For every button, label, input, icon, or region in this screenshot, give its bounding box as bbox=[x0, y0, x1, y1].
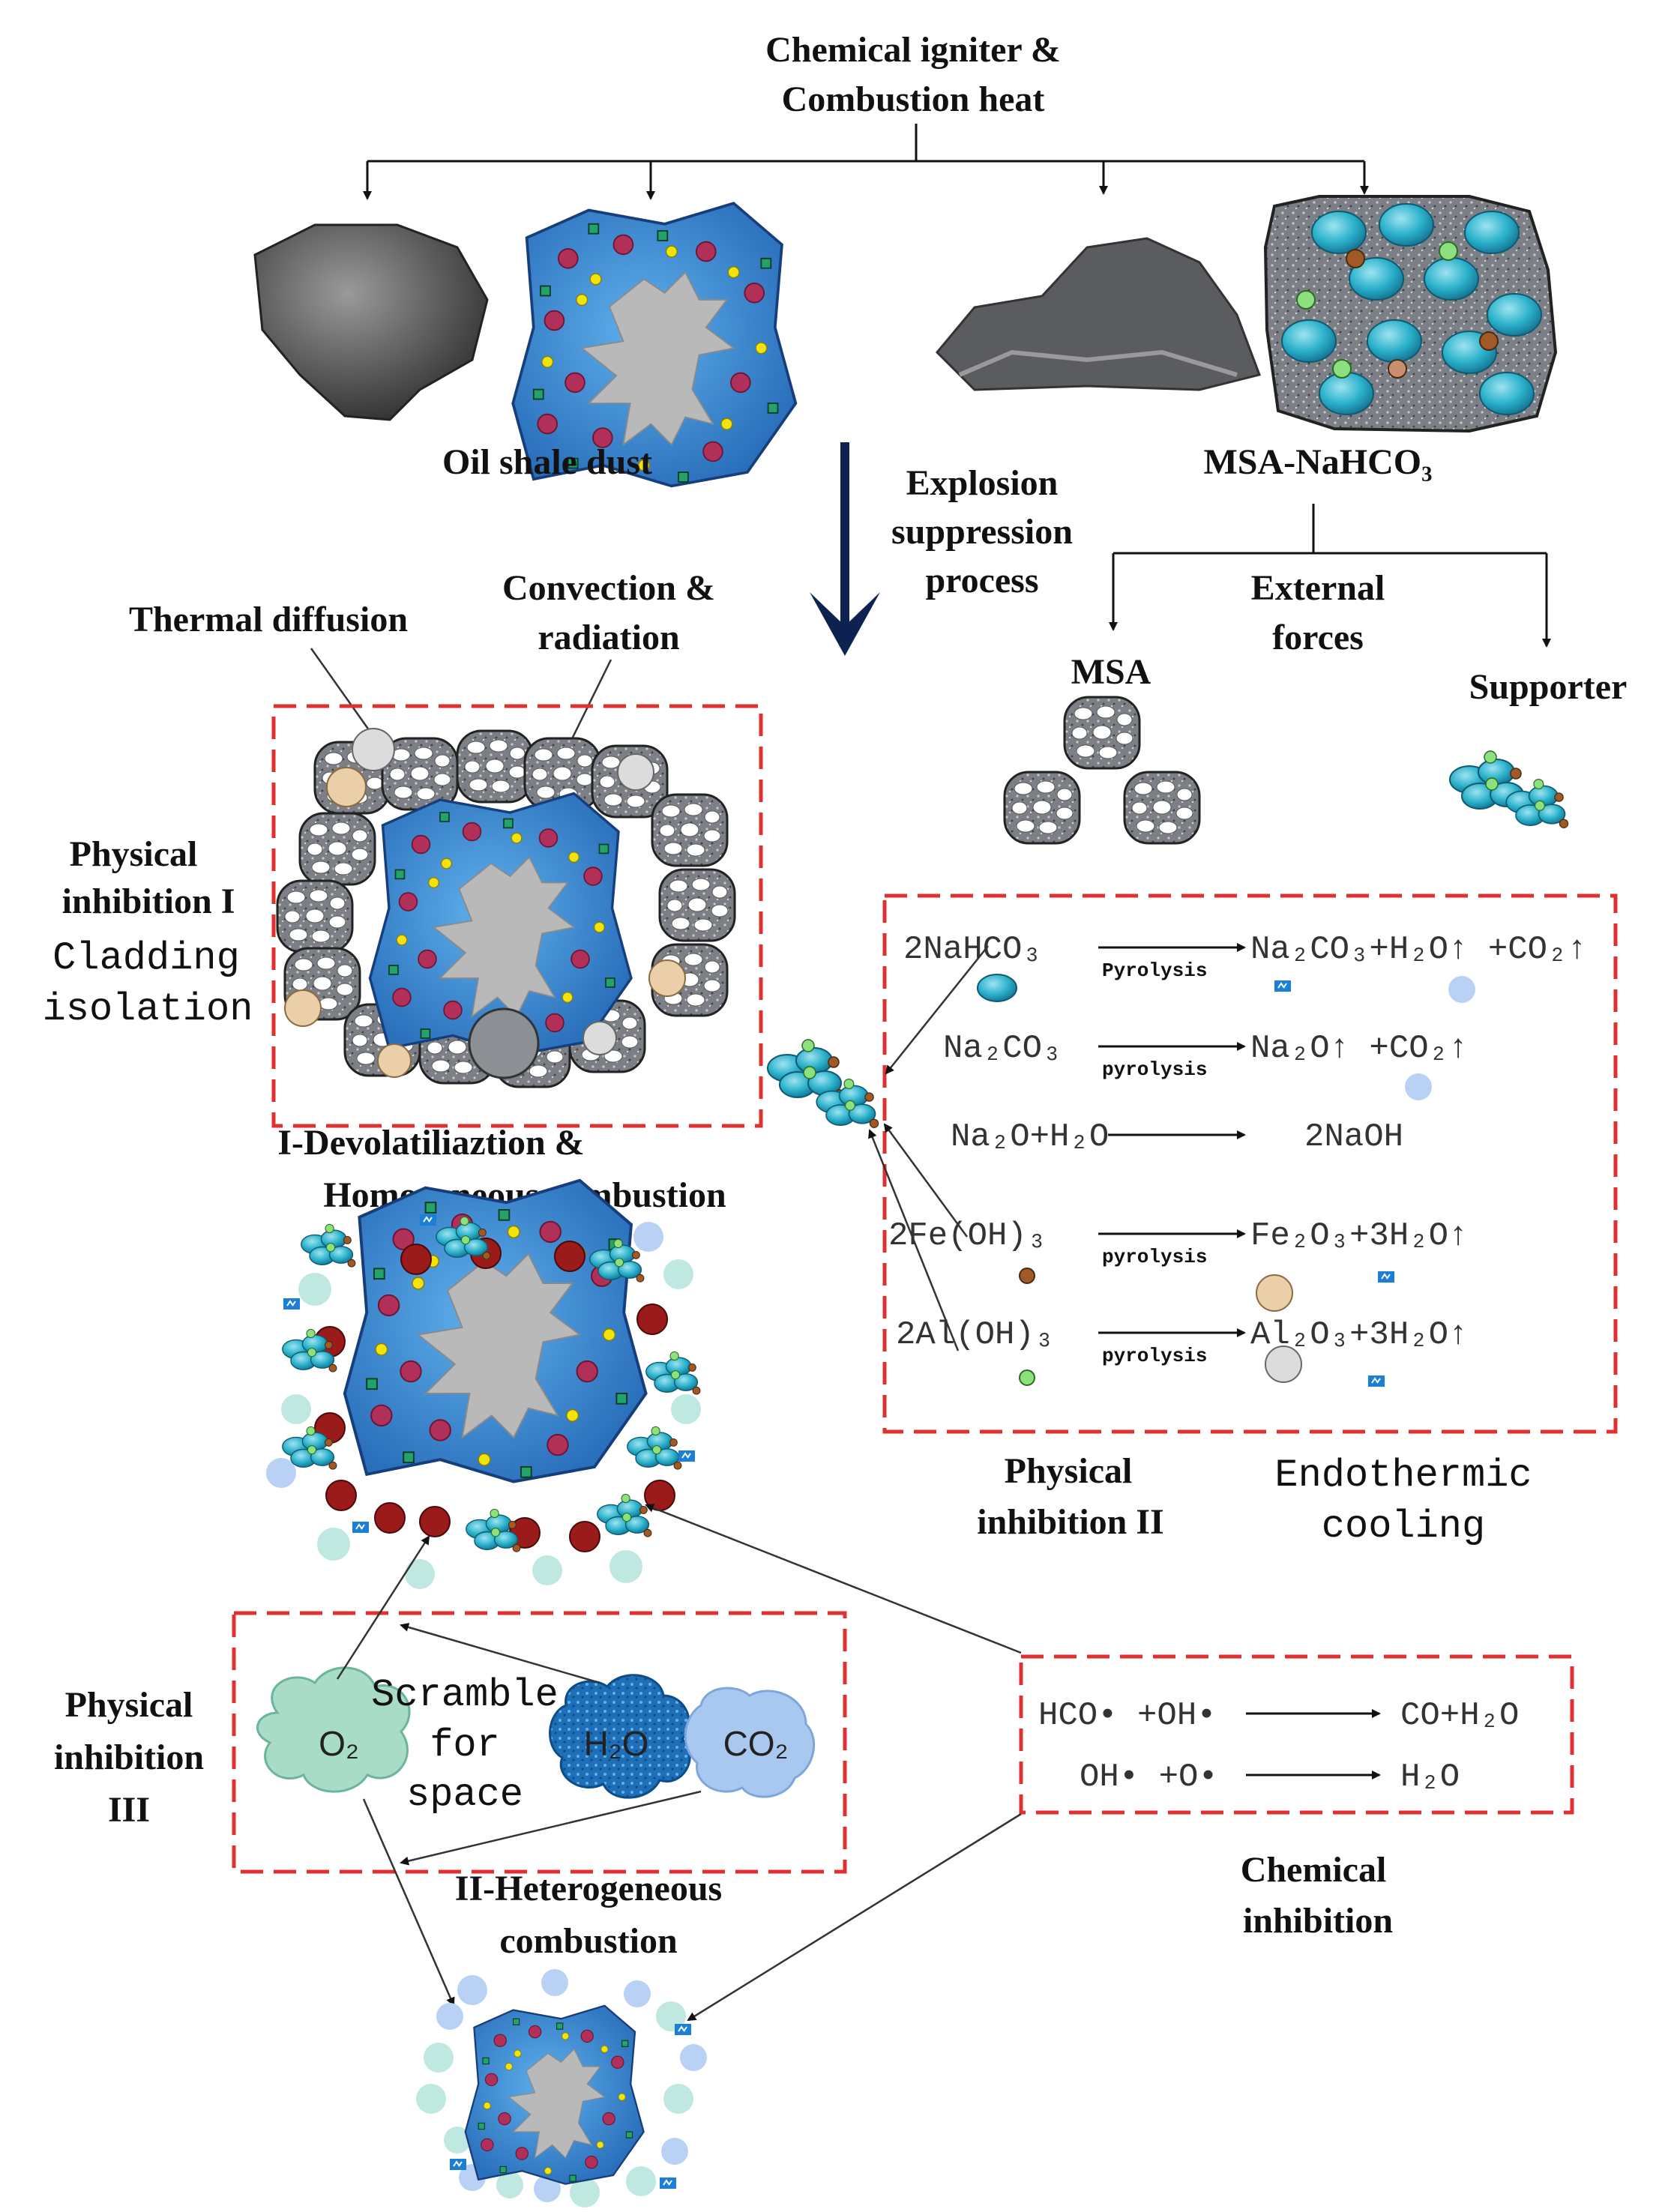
chemical-reactants: HCO• +OH• bbox=[1038, 1697, 1217, 1735]
homogeneous-combustion-particle-icon bbox=[266, 1178, 701, 1589]
oil-shale-rock-image bbox=[253, 223, 489, 421]
reaction-row: Na₂CO₃ pyrolysis Na₂O↑ +CO₂↑ bbox=[943, 1030, 1468, 1081]
reaction-reactants: Na₂O+H₂O bbox=[951, 1118, 1109, 1156]
heterogeneous-combustion-particle-icon bbox=[416, 1969, 707, 2208]
chemical-products: CO+H₂O bbox=[1400, 1697, 1519, 1735]
fe2o3-icon bbox=[1256, 1274, 1293, 1312]
top-connector bbox=[367, 124, 1364, 163]
al-oh-icon bbox=[1019, 1369, 1035, 1386]
msa-nahco3-label: MSA-NaHCO₃ bbox=[1203, 442, 1432, 482]
reaction-row: 2NaHCO₃ Pyrolysis Na₂CO₃+H₂O↑ +CO₂↑ bbox=[903, 931, 1587, 982]
physical-inhibition-2-line2: inhibition II bbox=[977, 1502, 1163, 1542]
chemical-reactants: OH• +O• bbox=[1080, 1759, 1218, 1796]
oil-shale-label: Oil shale dust bbox=[442, 442, 652, 482]
heterogeneous-line2: combustion bbox=[499, 1921, 677, 1961]
scramble-line3: space bbox=[406, 1773, 523, 1817]
al2o3-icon bbox=[1265, 1345, 1302, 1383]
o2-label: O₂ bbox=[319, 1724, 359, 1763]
reaction-condition: pyrolysis bbox=[1102, 1058, 1207, 1081]
process-label-line1: Explosion bbox=[906, 463, 1059, 503]
endothermic-line2: cooling bbox=[1322, 1504, 1485, 1549]
supporter-label: Supporter bbox=[1469, 667, 1628, 707]
physical-inhibition-3-line2: inhibition bbox=[54, 1738, 204, 1777]
co2-icon bbox=[1405, 1073, 1432, 1100]
process-label-line2: suppression bbox=[891, 512, 1073, 552]
reaction-condition: pyrolysis bbox=[1102, 1345, 1207, 1367]
reactions-list: 2NaHCO₃ Pyrolysis Na₂CO₃+H₂O↑ +CO₂↑ Na₂CO₃ p… bbox=[888, 931, 1587, 1387]
cladded-particle-icon bbox=[276, 728, 736, 1088]
o2-cloud-icon bbox=[256, 1666, 411, 1793]
msa-rock-texture bbox=[958, 349, 1238, 377]
h2o-icon bbox=[1274, 980, 1292, 992]
chemical-inhibition-arrows bbox=[645, 1504, 1022, 2022]
convection-label-line2: radiation bbox=[538, 618, 679, 657]
physical-inhibition-3-line1: Physical bbox=[65, 1685, 193, 1725]
reaction-feed-arrows bbox=[868, 945, 989, 1351]
external-forces-connector bbox=[1113, 504, 1547, 555]
co2-icon bbox=[1448, 976, 1475, 1003]
reaction-reactants: 2Al(OH)₃ bbox=[896, 1316, 1054, 1354]
devolatilization-line1: I-Devolatiliaztion & bbox=[277, 1123, 584, 1163]
reaction-products: Na₂CO₃+H₂O↑ +CO₂↑ bbox=[1250, 931, 1587, 968]
msa-label: MSA bbox=[1071, 652, 1151, 692]
reaction-reactants: Na₂CO₃ bbox=[943, 1030, 1062, 1067]
scramble-line2: for bbox=[430, 1723, 500, 1768]
convection-label-line1: Convection & bbox=[502, 568, 715, 608]
external-forces-line2: forces bbox=[1272, 618, 1364, 657]
endothermic-line1: Endothermic bbox=[1274, 1453, 1532, 1498]
fe-oh-icon bbox=[1019, 1268, 1035, 1284]
reaction-condition: pyrolysis bbox=[1102, 1246, 1207, 1268]
chemical-reaction-row: OH• +O• H₂O bbox=[1080, 1759, 1460, 1796]
reaction-species-icons bbox=[977, 974, 1475, 1387]
suppression-process-arrow bbox=[810, 442, 880, 656]
physical-inhibition-2-line1: Physical bbox=[1005, 1451, 1133, 1491]
process-label-line3: process bbox=[925, 561, 1038, 600]
reaction-products: 2NaOH bbox=[1304, 1118, 1403, 1156]
heterogeneous-line1: II-Heterogeneous bbox=[455, 1869, 722, 1908]
igniter-title-line2: Combustion heat bbox=[782, 79, 1045, 119]
scramble-arrows bbox=[336, 1535, 702, 2007]
physical-inhibition-1-line1: Physical bbox=[70, 834, 198, 874]
chemical-inhibition-line1: Chemical bbox=[1241, 1850, 1387, 1890]
chemical-inhibition-box bbox=[1019, 1654, 1574, 1815]
scramble-line1: Scramble bbox=[371, 1673, 559, 1717]
reaction-products: Fe₂O₃+3H₂O↑ bbox=[1250, 1217, 1468, 1255]
cladding-line1: Cladding bbox=[52, 936, 240, 980]
h2o-label: H₂O bbox=[584, 1724, 649, 1763]
reactions-box bbox=[882, 893, 1618, 1434]
thermal-diffusion-pointer bbox=[310, 648, 376, 740]
reaction-row: Na₂O+H₂O 2NaOH bbox=[951, 1118, 1403, 1156]
reaction-products: Na₂O↑ +CO₂↑ bbox=[1250, 1030, 1468, 1067]
physical-inhibition-3-line3: III bbox=[108, 1790, 150, 1830]
co2-label: CO₂ bbox=[723, 1724, 789, 1763]
msa-cells-icon bbox=[1003, 696, 1201, 845]
co2-cloud-icon bbox=[684, 1687, 816, 1798]
msa-nahco3-composite-icon bbox=[1263, 195, 1558, 433]
nahco3-icon bbox=[977, 974, 1017, 1002]
cladding-line2: isolation bbox=[43, 987, 253, 1031]
chemical-reactions-list: HCO• +OH• CO+H₂O OH• +O• H₂O bbox=[1038, 1697, 1519, 1796]
external-forces-line1: External bbox=[1251, 568, 1385, 608]
igniter-title-line1: Chemical igniter & bbox=[765, 30, 1061, 70]
chemical-inhibition-line2: inhibition bbox=[1243, 1901, 1393, 1941]
physical-inhibition-3-box bbox=[232, 1611, 847, 1874]
chemical-reaction-row: HCO• +OH• CO+H₂O bbox=[1038, 1697, 1519, 1735]
chemical-products: H₂O bbox=[1400, 1759, 1460, 1796]
h2o-icon bbox=[1367, 1375, 1385, 1387]
reaction-reactants: 2NaHCO₃ bbox=[903, 931, 1042, 968]
physical-inhibition-1-box bbox=[271, 704, 763, 1128]
h2o-cloud-icon bbox=[549, 1674, 691, 1799]
thermal-diffusion-label: Thermal diffusion bbox=[129, 600, 408, 639]
reaction-condition: Pyrolysis bbox=[1102, 959, 1207, 982]
h2o-icon bbox=[1377, 1271, 1395, 1283]
physical-inhibition-1-line2: inhibition I bbox=[62, 882, 235, 921]
